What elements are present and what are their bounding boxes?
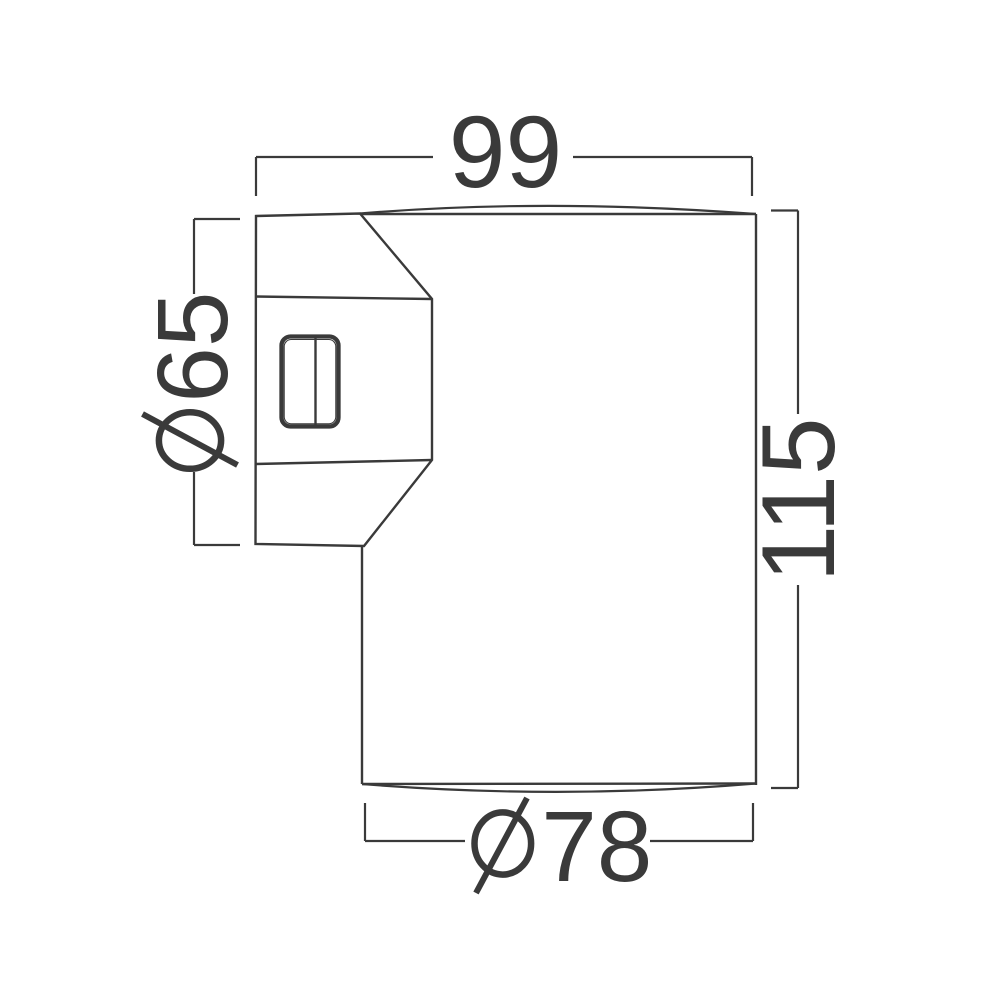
svg-text:115: 115 (740, 417, 856, 582)
svg-text:65: 65 (137, 291, 249, 402)
svg-text:99: 99 (449, 95, 562, 209)
svg-text:78: 78 (541, 791, 652, 903)
